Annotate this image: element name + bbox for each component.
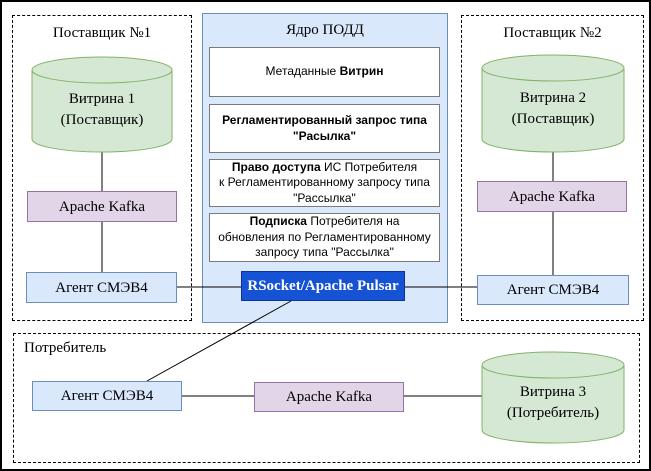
cylinder-shape (481, 351, 625, 444)
datastore-vitrina2-line1: Витрина 2 (519, 90, 587, 107)
bus-rsocket-pulsar: RSocket/Apache Pulsar (241, 271, 405, 301)
group-consumer-title: Потребитель (24, 340, 107, 356)
core-box-access-right: Право доступа ИС Потребителя к Регламент… (209, 159, 440, 207)
kafka-supplier2-label: Apache Kafka (508, 188, 596, 205)
datastore-vitrina3-label: Витрина 3 (Потребитель) (482, 352, 624, 443)
group-supplier1: Поставщик №1 (12, 15, 192, 321)
datastore-vitrina3: Витрина 3 (Потребитель) (481, 351, 625, 444)
agent-smev4-supplier1-label: Агент СМЭВ4 (55, 279, 148, 296)
group-supplier2-title: Поставщик №2 (503, 25, 602, 41)
datastore-vitrina1: Витрина 1 (Поставщик) (31, 56, 173, 153)
group-supplier1-title: Поставщик №1 (52, 25, 152, 41)
datastore-vitrina3-line2: (Потребитель) (506, 404, 600, 421)
kafka-consumer-label: Apache Kafka (285, 389, 373, 405)
kafka-consumer: Apache Kafka (254, 382, 404, 412)
kafka-supplier1: Apache Kafka (27, 191, 177, 222)
kafka-supplier2: Apache Kafka (477, 181, 627, 212)
agent-smev4-supplier2: Агент СМЭВ4 (477, 275, 629, 305)
group-consumer: Потребитель (13, 333, 640, 463)
core-box-regulated-request: Регламентированный запрос типа "Расылка" (209, 104, 440, 153)
datastore-vitrina1-label: Витрина 1 (Поставщик) (32, 57, 172, 152)
agent-smev4-supplier1: Агент СМЭВ4 (26, 272, 177, 303)
cylinder-shape (481, 54, 625, 153)
datastore-vitrina3-line1: Витрина 3 (519, 384, 587, 401)
agent-smev4-supplier2-label: Агент СМЭВ4 (506, 282, 600, 298)
core-box-metadata-text: Метаданные Витрин (265, 64, 384, 79)
group-supplier2: Поставщик №2 (461, 15, 644, 321)
bus-rsocket-pulsar-label: RSocket/Apache Pulsar (247, 278, 399, 294)
core-box-access-right-text: Право доступа ИС Потребителя к Регламент… (219, 159, 430, 205)
datastore-vitrina1-line1: Витрина 1 (68, 91, 136, 108)
core-box-metadata: Метаданные Витрин (209, 47, 440, 97)
core-panel-title: Ядро ПОДД (286, 22, 364, 38)
kafka-supplier1-label: Apache Kafka (58, 198, 146, 215)
core-box-regulated-request-text: Регламентированный запрос типа "Расылка" (222, 112, 427, 143)
datastore-vitrina2-line2: (Поставщик) (511, 110, 595, 127)
datastore-vitrina2: Витрина 2 (Поставщик) (481, 54, 625, 153)
agent-smev4-consumer: Агент СМЭВ4 (32, 381, 182, 411)
core-box-subscription-text: Подписка Потребителя на обновления по Ре… (218, 214, 431, 260)
datastore-vitrina2-label: Витрина 2 (Поставщик) (482, 55, 624, 152)
core-box-subscription: Подписка Потребителя на обновления по Ре… (209, 213, 440, 262)
cylinder-shape (31, 56, 173, 153)
datastore-vitrina1-line2: (Поставщик) (60, 111, 144, 128)
agent-smev4-consumer-label: Агент СМЭВ4 (60, 388, 154, 404)
